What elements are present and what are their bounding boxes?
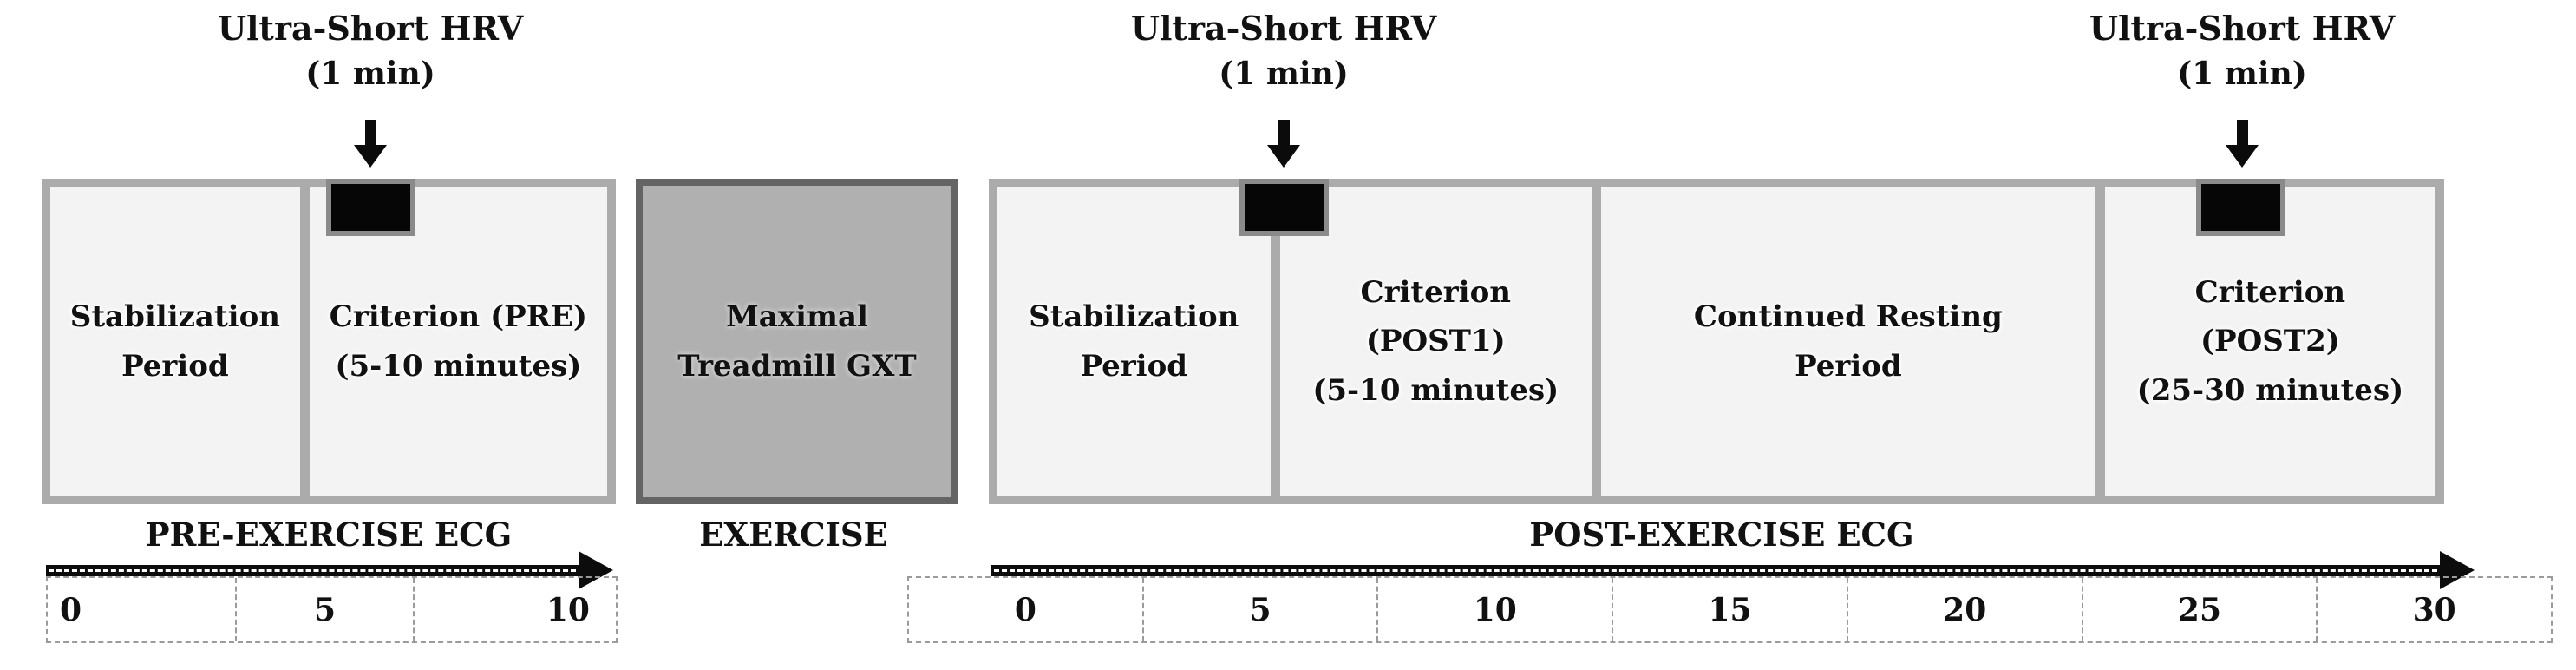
post-timeline-arrow-head: [2440, 551, 2475, 589]
post-exercise-ecg-label: POST-EXERCISE ECG: [1529, 516, 1914, 554]
box-label-line: Criterion (PRE): [329, 299, 587, 335]
pre-timeline-arrow-head: [579, 551, 613, 589]
arrow-head: [2226, 145, 2259, 168]
arrow-shaft: [1278, 120, 1290, 145]
post-timeline-arrow: [991, 565, 2440, 576]
maximal-treadmill-gxt-box: Maximal Treadmill GXT: [636, 179, 958, 504]
timeline-tick: 0: [48, 578, 238, 641]
pre-timeline-arrow: [46, 565, 579, 576]
criterion-post1-box: Criterion (POST1) (5-10 minutes): [1279, 187, 1592, 496]
timeline-tick: 0: [909, 578, 1144, 641]
box-label-line: (POST1): [1365, 324, 1506, 359]
timeline-tick: 10: [546, 591, 590, 628]
pre-exercise-container: Stabilization Period Criterion (PRE) (5-…: [42, 179, 616, 504]
timeline-tick: 5: [1144, 578, 1379, 641]
hrv-annotation-duration: (1 min): [1219, 55, 1349, 92]
down-arrow-icon: [354, 120, 387, 168]
hrv-annotation-post1: Ultra-Short HRV (1 min): [1067, 5, 1500, 96]
arrow-shaft: [2236, 120, 2248, 145]
box-label-line: (POST2): [2200, 324, 2340, 359]
box-label-line: Period: [1080, 348, 1188, 384]
post-exercise-container: Stabilization Period Criterion (POST1) (…: [989, 179, 2444, 504]
timeline-tick: 10: [1378, 578, 1614, 641]
timeline-tick: 5: [237, 578, 415, 641]
pre-timeline-scale: 0 5 10: [46, 576, 618, 643]
hrv-annotation-post2: Ultra-Short HRV (1 min): [2025, 5, 2459, 96]
hrv-annotation-title: Ultra-Short HRV: [217, 9, 524, 48]
hrv-annotation-duration: (1 min): [305, 55, 435, 92]
hrv-sample-marker-pre: [326, 179, 415, 236]
box-label-line: Stabilization: [69, 299, 280, 335]
timeline-tick: 25: [2083, 578, 2318, 641]
box-label-line: Treadmill GXT: [677, 348, 917, 384]
box-label-line: Period: [121, 348, 229, 384]
criterion-post2-box: Criterion (POST2) (25-30 minutes): [2104, 187, 2436, 496]
exercise-label: EXERCISE: [699, 516, 888, 554]
timeline-tick: 30: [2412, 591, 2456, 628]
stabilization-period-box-post: Stabilization Period: [997, 187, 1271, 496]
hrv-annotation-title: Ultra-Short HRV: [2089, 9, 2396, 48]
arrow-shaft: [364, 120, 376, 145]
continued-resting-period-box: Continued Resting Period: [1601, 187, 2095, 496]
box-label-line: (5-10 minutes): [1312, 372, 1559, 408]
post-timeline-scale: 0 5 10 15 20 25 30: [907, 576, 2553, 643]
box-label-line: Continued Resting: [1693, 299, 2003, 335]
stabilization-period-box: Stabilization Period: [50, 187, 300, 496]
arrow-head: [354, 145, 387, 168]
box-label-line: Stabilization: [1029, 299, 1239, 335]
arrow-center-dash: [994, 569, 2437, 572]
timeline-tick: 15: [1613, 578, 1848, 641]
box-label-line: (5-10 minutes): [335, 348, 582, 384]
hrv-annotation-pre: Ultra-Short HRV (1 min): [154, 5, 587, 96]
down-arrow-icon: [2226, 120, 2259, 168]
box-label-line: Maximal: [726, 299, 868, 335]
box-label-line: (25-30 minutes): [2136, 372, 2404, 408]
pre-exercise-ecg-label: PRE-EXERCISE ECG: [145, 516, 513, 554]
box-label-line: Criterion: [2194, 275, 2346, 311]
timeline-tick: 20: [1848, 578, 2083, 641]
criterion-pre-box: Criterion (PRE) (5-10 minutes): [309, 187, 607, 496]
box-label-line: Period: [1795, 348, 1902, 384]
hrv-sample-marker-post1: [1239, 179, 1329, 236]
hrv-sample-marker-post2: [2196, 179, 2285, 236]
hrv-annotation-title: Ultra-Short HRV: [1130, 9, 1437, 48]
arrow-center-dash: [49, 569, 576, 572]
box-label-line: Criterion: [1360, 275, 1511, 311]
down-arrow-icon: [1267, 120, 1300, 168]
hrv-annotation-duration: (1 min): [2177, 55, 2307, 92]
arrow-head: [1267, 145, 1300, 168]
